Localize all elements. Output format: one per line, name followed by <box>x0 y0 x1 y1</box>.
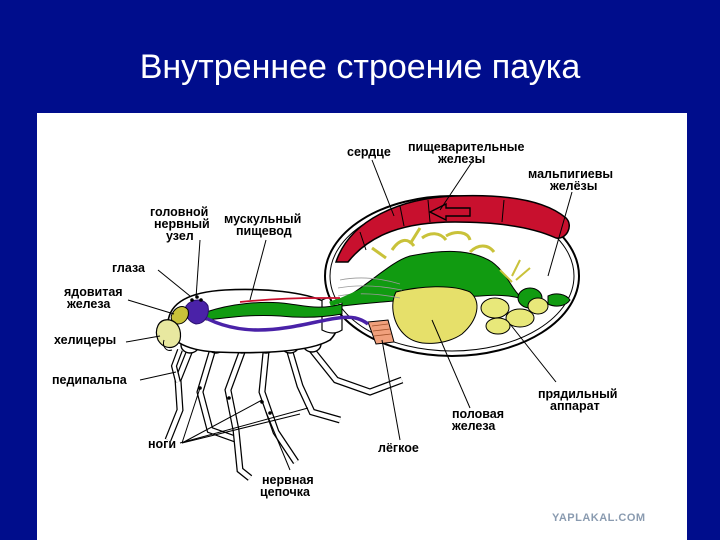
label-digestive-glands-2: железы <box>437 152 485 166</box>
label-spinnerets-2: аппарат <box>550 399 600 413</box>
brain-ganglion <box>185 300 208 324</box>
label-lung: лёгкое <box>378 441 419 455</box>
leg-5 <box>290 352 340 420</box>
label-esophagus-2: пищевод <box>236 224 292 238</box>
label-genital-gland-2: железа <box>451 419 496 433</box>
label-eyes: глаза <box>112 261 146 275</box>
diagram-panel: сердце пищеварительные железы мальпигиев… <box>37 113 687 540</box>
label-brain-3: узел <box>166 229 194 243</box>
label-legs: ноги <box>148 437 176 451</box>
label-chelicerae: хелицеры <box>54 333 116 347</box>
chelicerae <box>157 320 181 348</box>
label-heart: сердце <box>347 145 391 159</box>
label-malpighian-2: желёзы <box>549 179 597 193</box>
spider-anatomy-diagram: сердце пищеварительные железы мальпигиев… <box>37 113 687 540</box>
slide-title: Внутреннее строение паука <box>0 48 720 87</box>
label-nerve-chain-2: цепочка <box>260 485 311 499</box>
label-pedipalp: педипальпа <box>52 373 128 387</box>
watermark: YAPLAKAL.COM <box>552 512 646 524</box>
label-venom-gland-2: железа <box>66 297 111 311</box>
